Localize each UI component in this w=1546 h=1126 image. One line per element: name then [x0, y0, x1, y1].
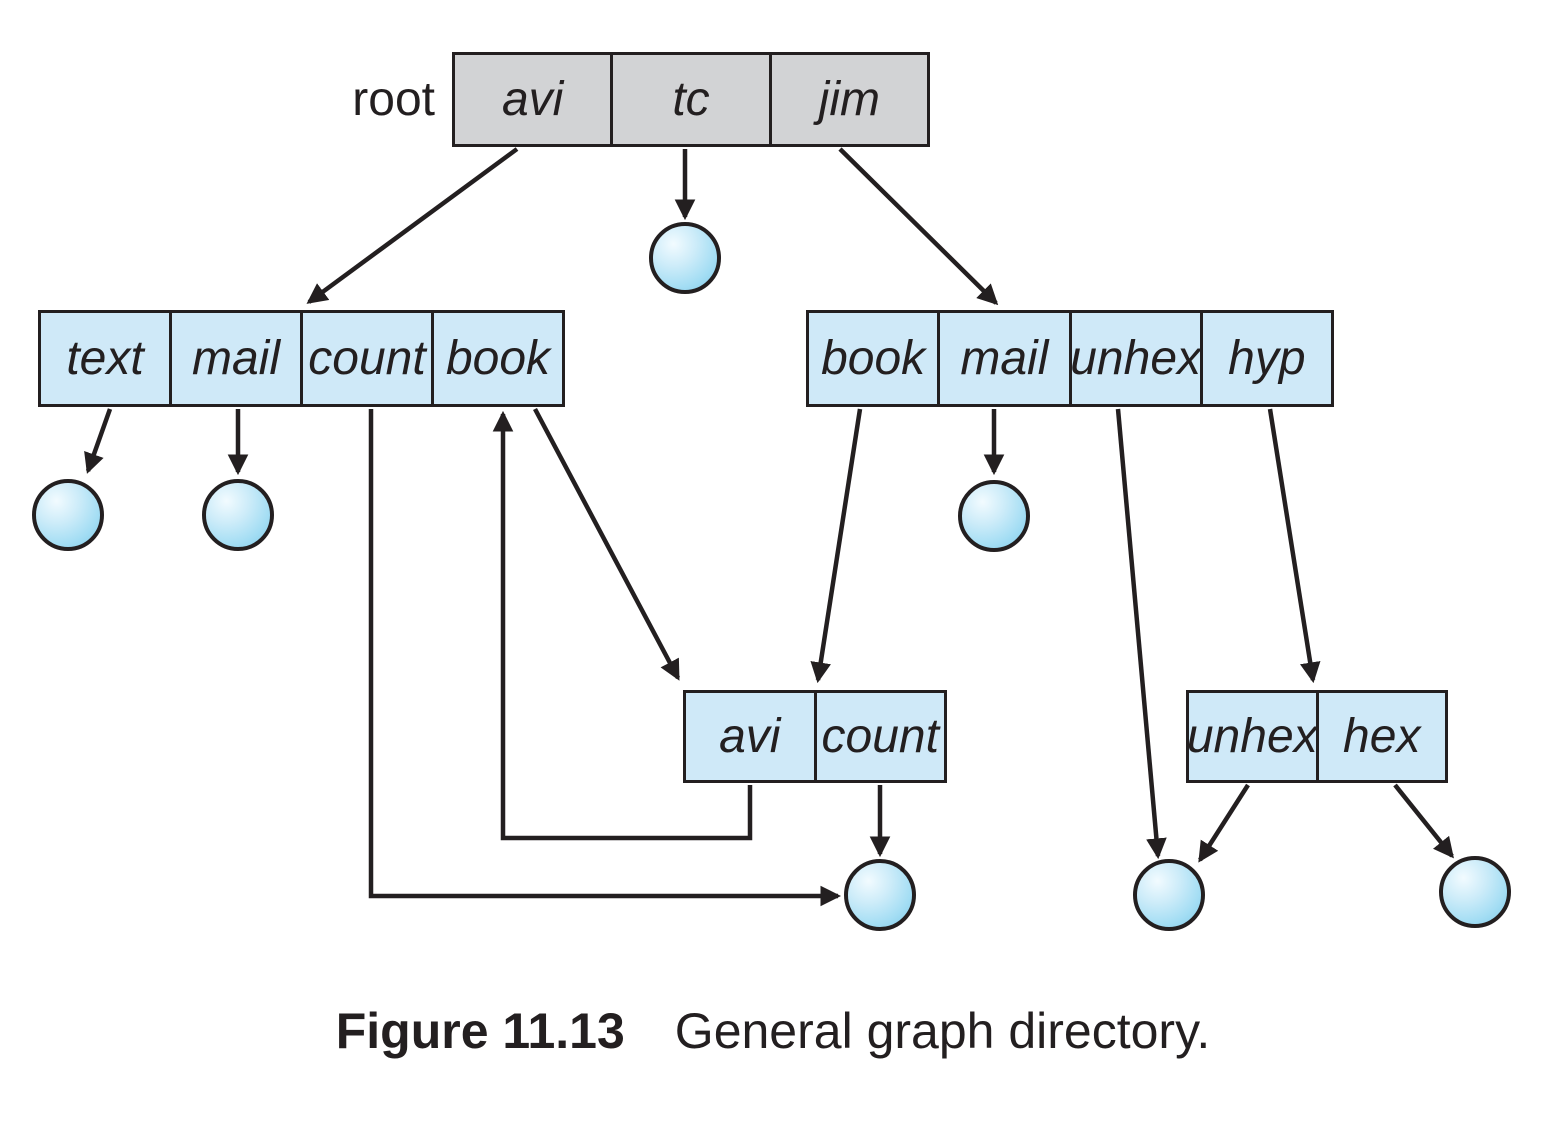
edge-text-to-file: [84, 408, 113, 474]
cell-hypdir-unhex: unhex: [1189, 710, 1316, 763]
file-circle-left-mail: [202, 479, 274, 551]
cell-jim-hyp: hyp: [1199, 313, 1331, 404]
edge-root-jim-to-right-dir: [838, 147, 999, 306]
file-circle-text: [32, 479, 104, 551]
root-directory-table: avi tc jim: [452, 52, 930, 147]
cell-jim-unhex: unhex: [1068, 313, 1200, 404]
file-circle-shared-count: [844, 859, 916, 931]
cell-avi-count: count: [300, 313, 431, 404]
file-circle-right-mail: [958, 480, 1030, 552]
avi-directory-table: text mail count book: [38, 310, 565, 407]
edge-left-book-to-shared-dir: [533, 407, 680, 681]
cell-jim-mail: mail: [937, 313, 1068, 404]
cell-shared-count: count: [813, 693, 945, 780]
edge-hypdir-unhex-to-file: [1198, 783, 1250, 863]
edge-right-book-to-shared-dir: [810, 408, 863, 684]
edge-shared-avi-back-to-book: [492, 410, 753, 841]
cell-hypdir-hex: hex: [1315, 693, 1446, 780]
figure-number: Figure 11.13: [335, 1003, 625, 1059]
figure-caption: Figure 11.13 General graph directory.: [0, 1002, 1546, 1060]
cell-avi-text: text: [66, 332, 144, 385]
cell-root-jim: jim: [768, 55, 927, 144]
figure-title: General graph directory.: [674, 1003, 1211, 1059]
unhex-hex-directory-table: unhex hex: [1186, 690, 1448, 783]
cell-avi-book: book: [431, 313, 562, 404]
file-circle-tc: [649, 222, 721, 294]
cell-shared-avi: avi: [719, 710, 781, 763]
edge-root-avi-to-left-dir: [306, 147, 519, 304]
cell-root-avi: avi: [501, 73, 564, 126]
edge-hypdir-hex-to-file: [1393, 783, 1454, 859]
edge-hyp-to-hyp-dir: [1267, 408, 1321, 684]
shared-avi-count-directory-table: avi count: [683, 690, 947, 783]
edge-left-count-to-shared-file: [368, 409, 842, 907]
root-label: root: [352, 73, 435, 126]
file-circle-unhex: [1133, 859, 1205, 931]
jim-directory-table: book mail unhex hyp: [806, 310, 1334, 407]
cell-root-tc: tc: [610, 55, 768, 144]
cell-jim-book: book: [821, 332, 926, 385]
edge-right-unhex-to-file: [1115, 408, 1167, 860]
file-circle-hex: [1439, 856, 1511, 928]
cell-avi-mail: mail: [169, 313, 300, 404]
